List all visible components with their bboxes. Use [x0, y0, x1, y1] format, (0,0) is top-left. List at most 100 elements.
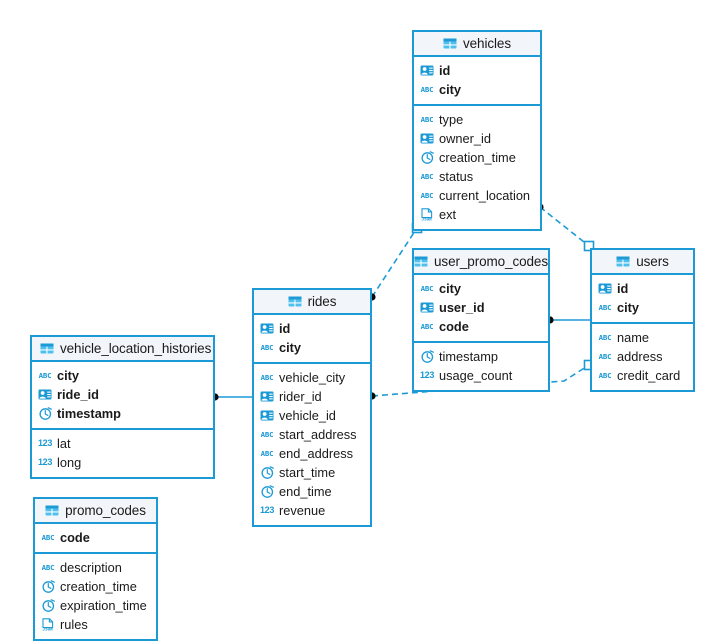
column-name: current_location — [439, 188, 531, 203]
column-row: owner_id — [414, 129, 540, 148]
table-header[interactable]: promo_codes — [35, 499, 156, 524]
string-icon: ABC — [260, 342, 274, 352]
table-header[interactable]: rides — [254, 290, 370, 315]
table-header[interactable]: vehicle_location_histories — [32, 337, 213, 362]
column-name: timestamp — [57, 406, 122, 421]
column-name: ext — [439, 207, 457, 222]
column-name: city — [439, 82, 462, 97]
relationship-vehicles-users — [536, 203, 595, 252]
column-name: revenue — [279, 503, 326, 518]
json-icon: JSON — [41, 618, 55, 632]
column-name: city — [57, 368, 80, 383]
key-icon — [420, 132, 434, 146]
column-row: ABC code — [35, 528, 156, 547]
column-name: owner_id — [439, 131, 491, 146]
column-row: id — [414, 61, 540, 80]
column-name: id — [617, 281, 629, 296]
column-name: vehicle_id — [279, 408, 336, 423]
table-title: vehicle_location_histories — [60, 341, 212, 356]
string-icon: ABC — [420, 283, 434, 293]
column-name: creation_time — [439, 150, 516, 165]
number-icon: 123 — [37, 438, 53, 448]
column-row: id — [592, 279, 693, 298]
column-row: creation_time — [35, 577, 156, 596]
timestamp-icon — [38, 407, 52, 421]
column-name: rules — [60, 617, 88, 632]
column-row: end_time — [254, 482, 370, 501]
string-icon: ABC — [420, 171, 434, 181]
string-icon: ABC — [41, 532, 55, 542]
primary-key-section: ABC code — [35, 524, 156, 554]
column-name: address — [617, 349, 663, 364]
key-icon — [260, 409, 274, 423]
string-icon: ABC — [420, 190, 434, 200]
key-icon — [260, 322, 274, 336]
column-name: usage_count — [439, 368, 513, 383]
column-name: long — [57, 455, 82, 470]
string-icon: ABC — [41, 562, 55, 572]
column-name: status — [439, 169, 474, 184]
table-title: vehicles — [463, 36, 511, 51]
key-icon — [38, 388, 52, 402]
table-icon — [40, 342, 54, 356]
table-icon — [443, 37, 457, 51]
column-name: city — [439, 281, 462, 296]
relationship-line — [371, 227, 418, 298]
column-name: start_address — [279, 427, 357, 442]
string-icon: ABC — [598, 332, 612, 342]
column-row: ABC address — [592, 347, 693, 366]
string-icon: ABC — [598, 370, 612, 380]
table-header[interactable]: users — [592, 250, 693, 275]
timestamp-icon — [41, 599, 55, 613]
timestamp-icon — [420, 151, 434, 165]
table-title: rides — [307, 294, 337, 309]
string-icon: ABC — [420, 84, 434, 94]
svg-text:JSON: JSON — [43, 627, 54, 631]
table-icon — [288, 295, 302, 309]
table-header[interactable]: user_promo_codes — [414, 250, 548, 275]
column-name: creation_time — [60, 579, 137, 594]
table-title: user_promo_codes — [434, 254, 548, 269]
column-name: timestamp — [439, 349, 499, 364]
column-name: id — [279, 321, 291, 336]
column-row: JSON rules — [35, 615, 156, 634]
string-icon: ABC — [260, 372, 274, 382]
number-icon: 123 — [419, 370, 435, 380]
key-icon — [260, 390, 274, 404]
column-row: ABC city — [414, 279, 548, 298]
timestamp-icon — [420, 350, 434, 364]
string-icon: ABC — [598, 351, 612, 361]
column-row: rider_id — [254, 387, 370, 406]
table-title: promo_codes — [65, 503, 146, 518]
column-name: start_time — [279, 465, 336, 480]
relationship-line — [539, 206, 590, 247]
column-name: code — [439, 319, 469, 334]
column-name: type — [439, 112, 464, 127]
column-name: rider_id — [279, 389, 322, 404]
column-name: code — [60, 530, 90, 545]
column-row: vehicle_id — [254, 406, 370, 425]
table-header[interactable]: vehicles — [414, 32, 540, 57]
